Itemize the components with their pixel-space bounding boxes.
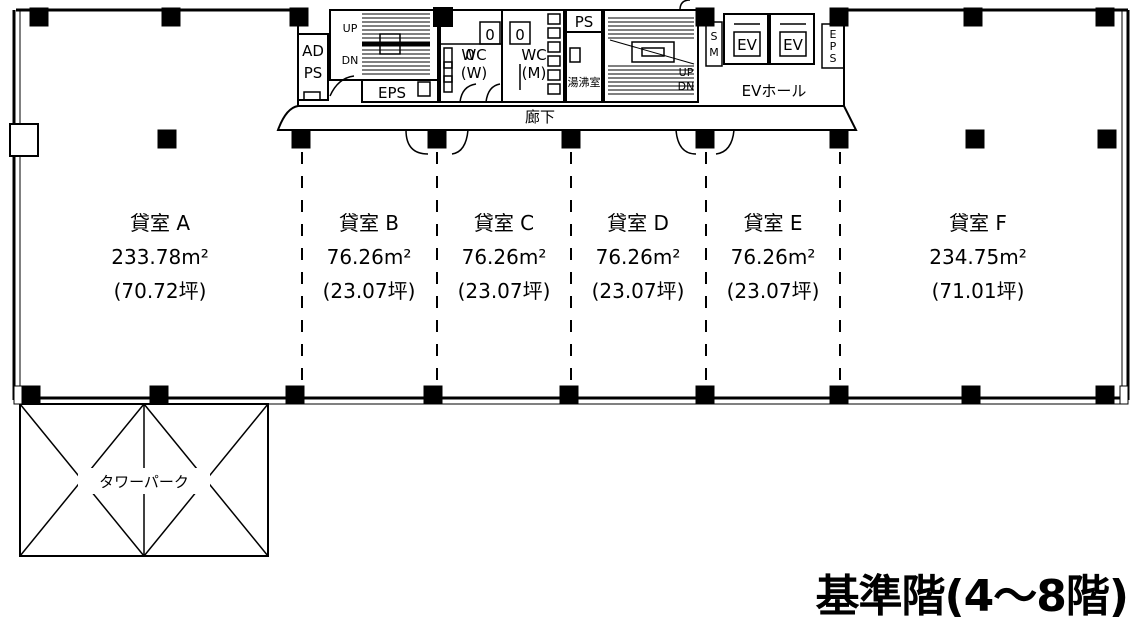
tenant-c-name: 貸室 C <box>474 211 534 235</box>
stair-dn-right: DN <box>678 80 695 93</box>
tenant-a-name: 貸室 A <box>130 211 190 235</box>
stair-dn-left: DN <box>342 54 359 67</box>
sm-label-2: M <box>709 46 719 59</box>
eps-left-label: EPS <box>378 84 406 102</box>
core <box>276 0 858 155</box>
tenant-d-tsubo: (23.07坪) <box>592 279 685 303</box>
wc-mark-3: 0 <box>515 26 525 44</box>
wc-mark-2: 0 <box>465 46 475 64</box>
tenant-e-name: 貸室 E <box>744 211 803 235</box>
wc-men-label-2: (M) <box>522 64 547 82</box>
tenant-e-tsubo: (23.07坪) <box>727 279 820 303</box>
tenant-b-name: 貸室 B <box>339 211 399 235</box>
tenant-b-tsubo: (23.07坪) <box>323 279 416 303</box>
tenant-f-area: 234.75m² <box>929 245 1026 269</box>
corridor-label: 廊下 <box>525 108 555 126</box>
ad-ps-label-2: PS <box>304 64 323 82</box>
tower-park: タワーパーク <box>19 403 269 557</box>
tenant-f-tsubo: (71.01坪) <box>932 279 1025 303</box>
tenant-c-tsubo: (23.07坪) <box>458 279 551 303</box>
tenant-c-area: 76.26m² <box>462 245 547 269</box>
pantry-label: 湯沸室 <box>568 75 601 89</box>
core-labels: 廊下 AD PS UP DN EPS 0 0 0 WC (W) WC (M) P… <box>302 13 837 126</box>
eps-right-label-3: S <box>830 52 837 65</box>
wc-men-label-1: WC <box>521 46 546 64</box>
eps-right-label-2: P <box>830 40 837 53</box>
floor-title: 基準階(4〜8階) <box>815 571 1129 622</box>
ev1-label: EV <box>737 36 757 54</box>
tenant-d-name: 貸室 D <box>607 211 669 235</box>
tenant-labels: 貸室 A 233.78m² (70.72坪) 貸室 B 76.26m² (23.… <box>111 211 1026 303</box>
tenant-d-area: 76.26m² <box>596 245 681 269</box>
tenant-a-area: 233.78m² <box>111 245 208 269</box>
tenant-f-name: 貸室 F <box>949 211 1007 235</box>
tenant-partitions <box>301 152 841 384</box>
tenant-b-area: 76.26m² <box>327 245 412 269</box>
wc-women-label-1: WC <box>461 46 486 64</box>
ev2-label: EV <box>783 36 803 54</box>
sm-label-1: S <box>711 30 718 43</box>
eps-right-label-1: E <box>830 28 837 41</box>
ps-label: PS <box>575 13 594 31</box>
tenant-a-tsubo: (70.72坪) <box>114 279 207 303</box>
tenant-e-area: 76.26m² <box>731 245 816 269</box>
outer-walls <box>9 8 1130 405</box>
wc-women-label-2: (W) <box>461 64 488 82</box>
stair-up-right: UP <box>679 66 694 79</box>
tower-park-label: タワーパーク <box>99 473 189 491</box>
ev-hall-label: EVホール <box>742 82 807 100</box>
stair-up-left: UP <box>343 22 358 35</box>
columns <box>13 7 1129 405</box>
ad-ps-label-1: AD <box>302 42 324 60</box>
wc-mark-1: 0 <box>485 26 495 44</box>
